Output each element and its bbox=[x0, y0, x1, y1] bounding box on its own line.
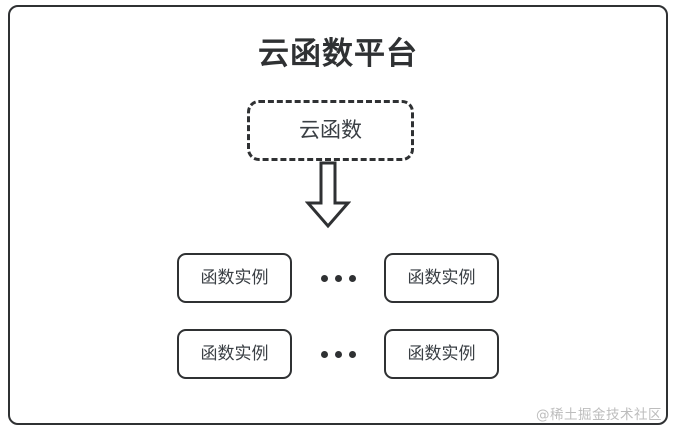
function-instance-box: 函数实例 bbox=[177, 329, 292, 379]
page-title: 云函数平台 bbox=[258, 36, 418, 72]
function-instance-box: 函数实例 bbox=[384, 253, 499, 303]
function-instance-label: 函数实例 bbox=[407, 267, 476, 288]
ellipsis-icon bbox=[292, 274, 384, 282]
ellipsis-icon bbox=[292, 350, 384, 358]
function-instance-box: 函数实例 bbox=[384, 329, 499, 379]
function-instance-box: 函数实例 bbox=[177, 253, 292, 303]
function-instance-label: 函数实例 bbox=[407, 343, 476, 364]
instance-row-2: 函数实例 函数实例 bbox=[0, 329, 676, 379]
down-arrow-icon bbox=[304, 161, 352, 229]
ellipsis-dot bbox=[320, 274, 328, 282]
cloud-function-node: 云函数 bbox=[247, 100, 414, 161]
watermark: @稀土掘金技术社区 bbox=[536, 406, 662, 423]
ellipsis-dot bbox=[320, 350, 328, 358]
instance-row-1: 函数实例 函数实例 bbox=[0, 253, 676, 303]
ellipsis-dot bbox=[334, 274, 342, 282]
ellipsis-dot bbox=[334, 350, 342, 358]
function-instance-label: 函数实例 bbox=[200, 343, 269, 364]
function-instance-label: 函数实例 bbox=[200, 267, 269, 288]
ellipsis-dot bbox=[348, 274, 356, 282]
ellipsis-dot bbox=[348, 350, 356, 358]
cloud-function-label: 云函数 bbox=[299, 118, 362, 142]
